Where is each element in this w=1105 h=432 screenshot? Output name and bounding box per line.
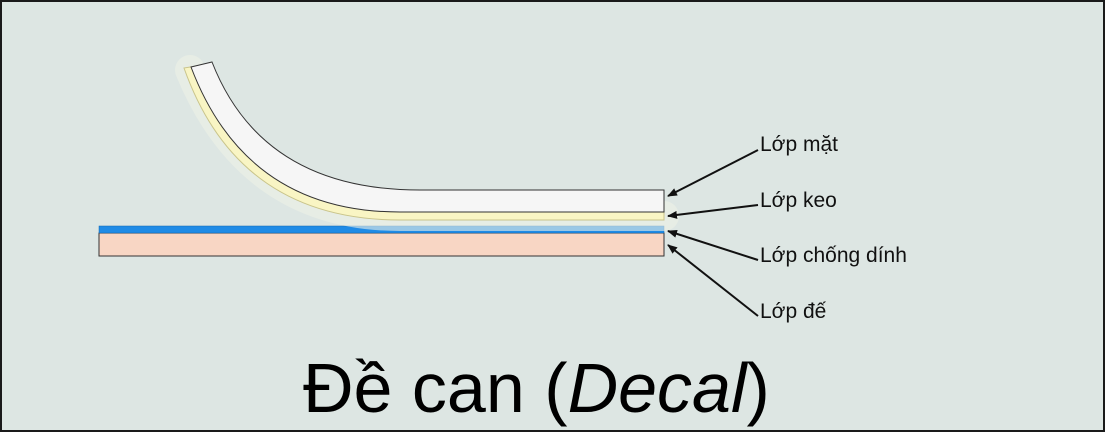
diagram-title: Đề can (Decal) — [303, 349, 770, 427]
face-layer — [190, 61, 665, 213]
arrow-base-layer — [667, 244, 759, 317]
title-main: Đề can ( — [303, 349, 568, 427]
label-release-liner: Lớp chống dính — [760, 244, 907, 267]
label-adhesive-layer: Lớp keo — [760, 189, 837, 212]
title-italic: Decal — [568, 349, 749, 427]
arrow-release-liner — [667, 229, 759, 261]
arrow-face-layer — [667, 149, 759, 197]
arrow-adhesive-layer — [667, 204, 759, 219]
title-close: ) — [747, 349, 770, 427]
label-face-layer: Lớp mặt — [760, 133, 838, 156]
label-base-layer: Lớp đế — [760, 300, 827, 323]
base-layer — [98, 232, 665, 257]
